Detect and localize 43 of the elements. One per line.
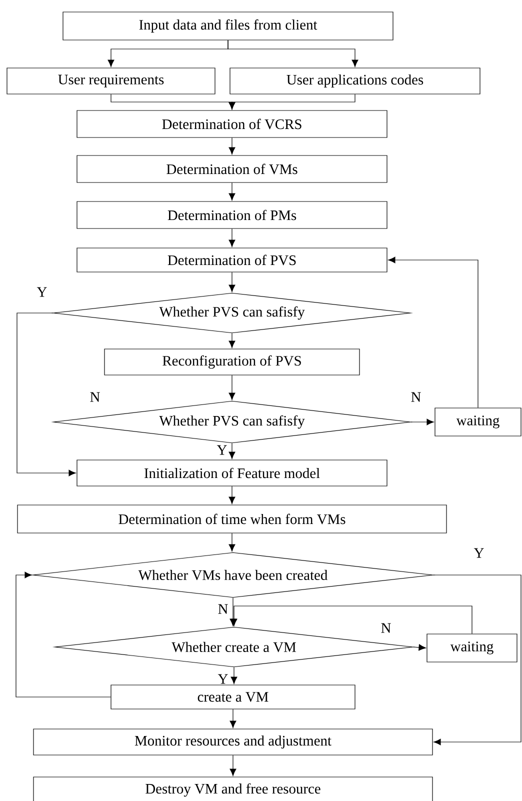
arrow xyxy=(228,138,236,154)
arrow xyxy=(228,375,236,400)
process-box: Initialization of Feature model xyxy=(76,460,388,486)
branch-label: N xyxy=(90,392,100,402)
arrow xyxy=(228,333,236,348)
arrow xyxy=(228,486,236,504)
arrows xyxy=(108,40,358,67)
arrow xyxy=(413,644,426,651)
process-box: Determination of PMs xyxy=(76,201,388,229)
process-box: Determination of VCRS xyxy=(76,110,388,138)
edge-label: Y xyxy=(36,287,47,297)
arrows xyxy=(110,94,356,110)
process-box: Determination of VMs xyxy=(76,155,388,183)
process-box: Determination of time when form VMs xyxy=(17,504,447,534)
arrow xyxy=(230,667,238,684)
process-box: User requirements xyxy=(6,68,216,94)
edge-label: Y xyxy=(216,445,227,455)
arrow xyxy=(228,228,236,247)
arrow xyxy=(410,418,434,426)
edge-label: N xyxy=(218,604,228,614)
arrow xyxy=(388,256,478,408)
process-box: create a VM xyxy=(110,684,356,710)
process-box: Monitor resources and adjustment xyxy=(33,728,433,756)
edge-label: Y xyxy=(218,674,228,684)
arrow xyxy=(228,443,236,459)
arrow xyxy=(230,709,236,728)
edge-label: Y xyxy=(474,548,484,558)
arrow xyxy=(228,272,236,292)
arrow xyxy=(228,533,236,552)
process-box: User applications codes xyxy=(230,68,480,94)
process-box: waiting xyxy=(434,408,522,436)
arrow xyxy=(228,182,236,200)
arrow xyxy=(433,574,522,746)
process-box: Determination of PVS xyxy=(76,248,388,272)
process-box: Input data and files from client xyxy=(62,12,394,40)
edge-label: N xyxy=(411,392,421,402)
process-box: Reconfiguration of PVS xyxy=(104,348,360,376)
arrow xyxy=(230,606,472,634)
arrow xyxy=(16,312,76,476)
process-box: Destroy VM and free resource xyxy=(33,776,433,801)
arrow xyxy=(16,572,111,698)
arrow xyxy=(230,755,236,776)
process-box: waiting xyxy=(426,634,518,662)
